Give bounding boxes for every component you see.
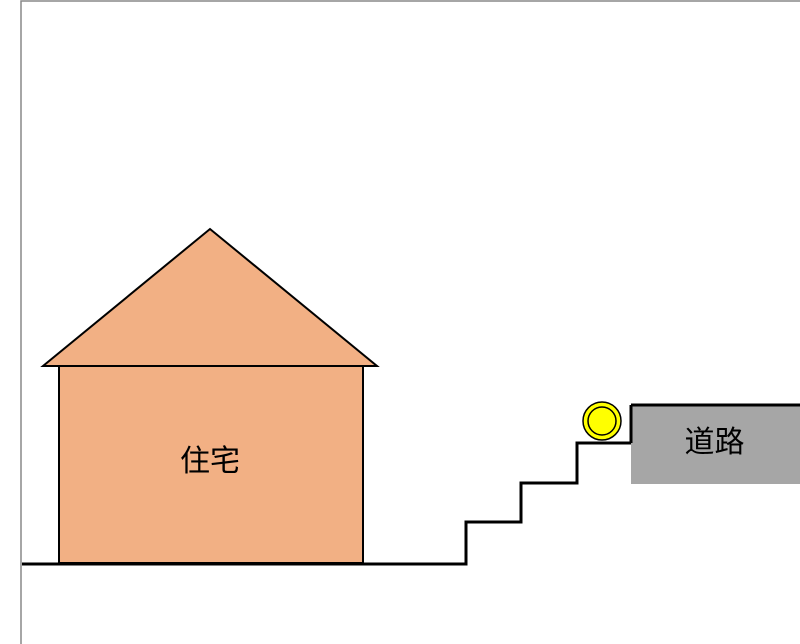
house-body: [58, 365, 364, 564]
marker-inner-circle: [587, 406, 617, 436]
house-roof: [40, 227, 380, 367]
frame-border: [20, 0, 800, 644]
road-block: [631, 405, 800, 484]
ground-stairs-line: [22, 441, 631, 566]
